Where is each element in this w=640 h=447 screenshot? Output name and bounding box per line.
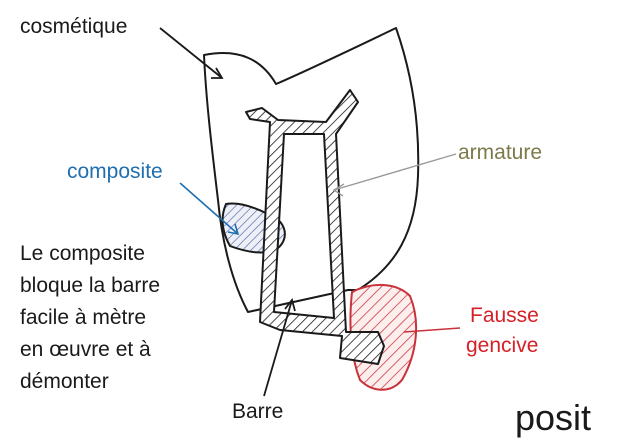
label-posit: posit <box>515 397 591 438</box>
note-line-3: facile à mètre <box>20 306 146 329</box>
cosmetique-pointer-head <box>211 67 224 79</box>
armature-shape <box>245 89 385 365</box>
note-line-1: Le composite <box>20 242 145 265</box>
barre-pointer <box>263 299 293 397</box>
armature-pointer-head <box>332 183 345 197</box>
barre-pointer-head <box>284 298 296 312</box>
note-line-4: en œuvre et à <box>20 338 151 361</box>
composite-note: Le composite bloque la barre facile à mè… <box>20 242 160 393</box>
label-barre: Barre <box>232 400 283 423</box>
armature-pointer <box>333 153 457 191</box>
composite-pointer-head <box>227 223 240 236</box>
note-line-5: démonter <box>20 370 109 393</box>
label-cosmetique: cosmétique <box>20 15 127 38</box>
label-fausse-gencive-line1: Fausse <box>470 304 539 327</box>
tooth-crown-outline <box>203 27 420 313</box>
label-fausse-gencive-line2: gencive <box>466 334 538 357</box>
label-composite: composite <box>67 160 163 183</box>
cosmetique-pointer <box>159 27 223 79</box>
label-armature: armature <box>458 141 542 164</box>
note-line-2: bloque la barre <box>20 274 160 297</box>
composite-pointer <box>179 182 239 235</box>
fausse-gencive-pointer <box>403 327 461 333</box>
